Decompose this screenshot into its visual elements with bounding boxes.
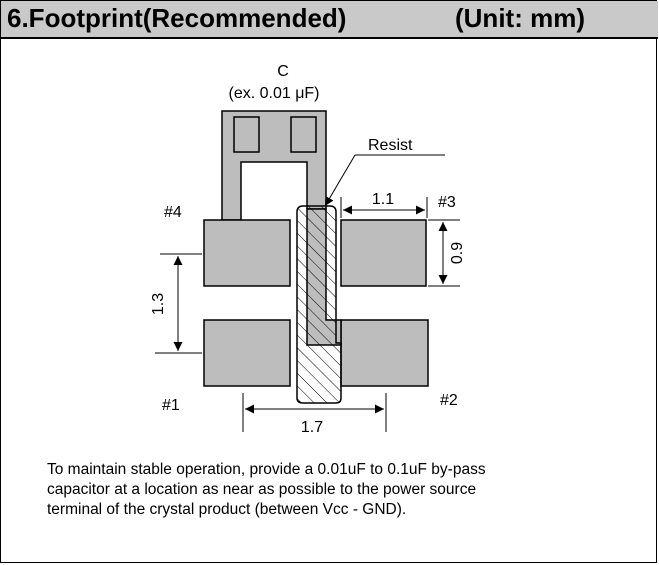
note-line: To maintain stable operation, provide a …: [47, 461, 486, 478]
pin-3-label: #3: [438, 194, 456, 211]
dimension-horizontal-pitch: [242, 393, 387, 432]
pad-2: [340, 319, 429, 387]
note-line: capacitor at a location as near as possi…: [47, 481, 477, 498]
pad-4: [203, 219, 291, 287]
dimension-vertical-pitch: [155, 253, 202, 354]
pad-3: [340, 219, 427, 287]
pin-4-label: #4: [164, 204, 182, 221]
capacitor-pad-right: [290, 116, 317, 153]
dimension-vertical-pitch-value: 1.3: [150, 293, 167, 315]
section-title: 6.Footprint(Recommended): [7, 3, 347, 33]
capacitor-label: C: [277, 63, 289, 80]
unit-label: (Unit: mm): [455, 3, 585, 33]
resist-leader-arrow: [324, 154, 356, 207]
capacitor-trace: [221, 110, 327, 221]
section-header: 6.Footprint(Recommended) (Unit: mm): [1, 1, 658, 39]
dimension-pad-width-value: 1.1: [372, 191, 394, 208]
bypass-capacitor-note: To maintain stable operation, provide a …: [47, 460, 607, 520]
resist-label: Resist: [368, 137, 413, 154]
capacitor-pad-left: [233, 116, 260, 153]
note-line: terminal of the crystal product (between…: [47, 501, 407, 518]
dimension-pad-height-value: 0.9: [449, 242, 466, 264]
pin-2-label: #2: [440, 392, 458, 409]
pad-1: [203, 319, 291, 387]
dimension-pad-height: [428, 219, 460, 287]
capacitor-example: (ex. 0.01 μF): [228, 85, 319, 102]
resist-region: [296, 205, 342, 404]
pin-1-label: #1: [162, 397, 180, 414]
dimension-horizontal-pitch-value: 1.7: [301, 419, 323, 436]
dimension-pad-width: [340, 197, 428, 218]
